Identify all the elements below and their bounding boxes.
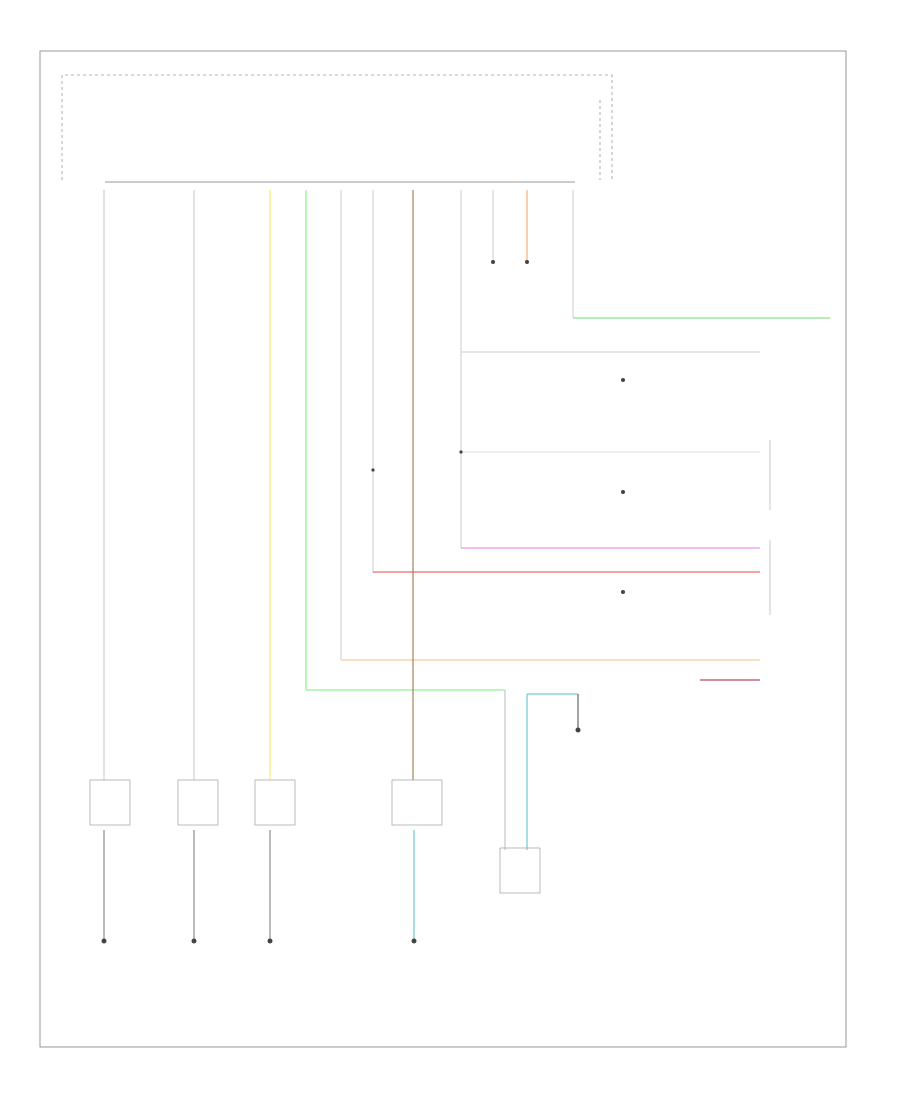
component-box-2 bbox=[177, 779, 219, 826]
splice-node-4 bbox=[621, 490, 625, 494]
splice-node-1 bbox=[491, 260, 495, 264]
ground-node-5 bbox=[575, 727, 581, 733]
splice-node-7 bbox=[459, 450, 463, 454]
component-box-4 bbox=[391, 779, 443, 826]
ground-node-4 bbox=[411, 938, 417, 944]
component-box-3 bbox=[254, 779, 296, 826]
sheet-border bbox=[39, 50, 847, 1048]
splice-node-5 bbox=[621, 590, 625, 594]
ground-node-1 bbox=[101, 938, 107, 944]
ground-node-2 bbox=[191, 938, 197, 944]
ground-node-3 bbox=[267, 938, 273, 944]
splice-node-3 bbox=[621, 378, 625, 382]
component-box-1 bbox=[89, 779, 131, 826]
component-box-5 bbox=[499, 847, 541, 894]
splice-node-2 bbox=[525, 260, 529, 264]
module-enclosure bbox=[61, 74, 613, 180]
splice-node-6 bbox=[371, 468, 375, 472]
